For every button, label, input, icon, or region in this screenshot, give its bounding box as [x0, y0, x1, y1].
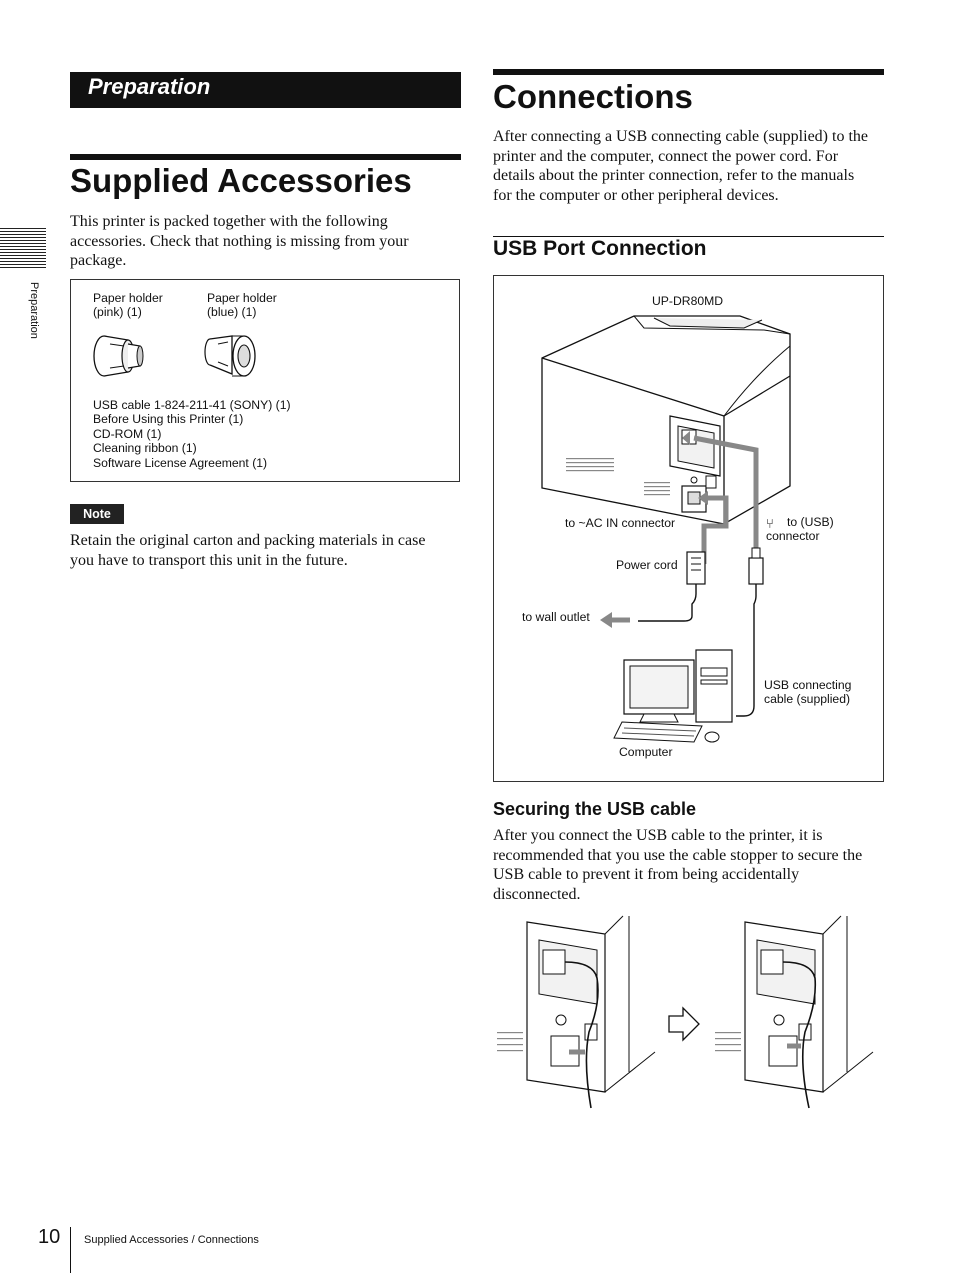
connection-diagram: ⑂	[541, 315, 791, 743]
usb-port-heading: USB Port Connection	[493, 237, 707, 260]
accessory-item: Cleaning ribbon (1)	[93, 441, 197, 456]
page-number: 10	[38, 1226, 61, 1248]
diagram-model-label: UP-DR80MD	[652, 294, 724, 308]
cable-stopper-illustration	[497, 915, 874, 1109]
footer-text: Supplied Accessories / Connections	[84, 1234, 259, 1246]
label-line: (pink) (1)	[93, 305, 142, 320]
accessories-box	[70, 279, 460, 482]
securing-line: disconnected.	[493, 885, 581, 903]
label-line: USB connecting	[764, 678, 852, 692]
note-badge: Note	[70, 504, 124, 524]
title-rule	[70, 154, 461, 160]
note-line: you have to transport this unit in the f…	[70, 551, 348, 569]
securing-line: USB cable to prevent it from being accid…	[493, 866, 800, 883]
accessory-item: Before Using this Printer (1)	[93, 412, 244, 427]
intro-line: details about the printer connection, re…	[493, 167, 855, 184]
side-tab-label: Preparation	[28, 282, 40, 339]
diagram-usb-to-label: to (USB)	[787, 515, 834, 529]
usb-heading-rule	[493, 236, 884, 237]
diagram-ac-in-label: to ~AC IN connector	[565, 516, 676, 530]
page-title-connections: Connections	[493, 78, 693, 115]
footer-rule	[70, 1227, 71, 1273]
intro-line: After connecting a USB connecting cable …	[493, 128, 868, 145]
label-line: Paper holder	[207, 291, 277, 305]
paper-holder-pink-icon	[93, 335, 144, 377]
diagram-wall-outlet-label: to wall outlet	[522, 610, 590, 624]
securing-heading: Securing the USB cable	[493, 799, 697, 819]
accessory-item: Software License Agreement (1)	[93, 455, 268, 470]
note-text: Retain the original carton and packing m…	[70, 531, 465, 570]
accessories-list: USB cable 1-824-211-41 (SONY) (1) Before…	[93, 398, 291, 470]
diagram-computer-label: Computer	[619, 745, 673, 759]
intro-line: for the computer or other peripheral dev…	[493, 186, 779, 204]
diagram-usb-cable-label: USB connecting cable (supplied)	[764, 678, 851, 707]
connections-rule	[493, 69, 884, 75]
label-line: cable (supplied)	[764, 692, 851, 707]
svg-text:⑂: ⑂	[766, 517, 774, 532]
connections-intro: After connecting a USB connecting cable …	[493, 127, 888, 205]
section-band-title: Preparation	[88, 74, 211, 99]
securing-line: After you connect the USB cable to the p…	[493, 827, 823, 844]
intro-line: package.	[70, 252, 127, 269]
accessories-intro: This printer is packed together with the…	[70, 212, 465, 271]
diagram-usb-connector-label: connector	[766, 529, 820, 543]
accessory-item: CD-ROM (1)	[93, 426, 162, 441]
intro-line: printer and the computer, connect the po…	[493, 147, 839, 165]
intro-line: This printer is packed together with the…	[70, 213, 388, 230]
label-line: Paper holder	[93, 291, 163, 305]
securing-text: After you connect the USB cable to the p…	[493, 826, 888, 904]
page-title-accessories: Supplied Accessories	[70, 162, 412, 199]
paper-holder-blue-icon	[204, 335, 256, 377]
note-line: Retain the original carton and packing m…	[70, 532, 426, 549]
section-band	[70, 72, 461, 108]
side-tab-lines	[0, 228, 46, 270]
paper-holder-pink-label: Paper holder (pink) (1)	[93, 291, 163, 320]
paper-holder-blue-label: Paper holder (blue) (1)	[207, 291, 277, 320]
diagram-power-cord-label: Power cord	[616, 558, 678, 572]
securing-line: recommended that you use the cable stopp…	[493, 846, 863, 864]
label-line: (blue) (1)	[207, 305, 257, 320]
intro-line: accessories. Check that nothing is missi…	[70, 232, 409, 250]
connection-diagram-box	[493, 275, 884, 782]
accessory-item: USB cable 1-824-211-41 (SONY) (1)	[93, 398, 291, 412]
